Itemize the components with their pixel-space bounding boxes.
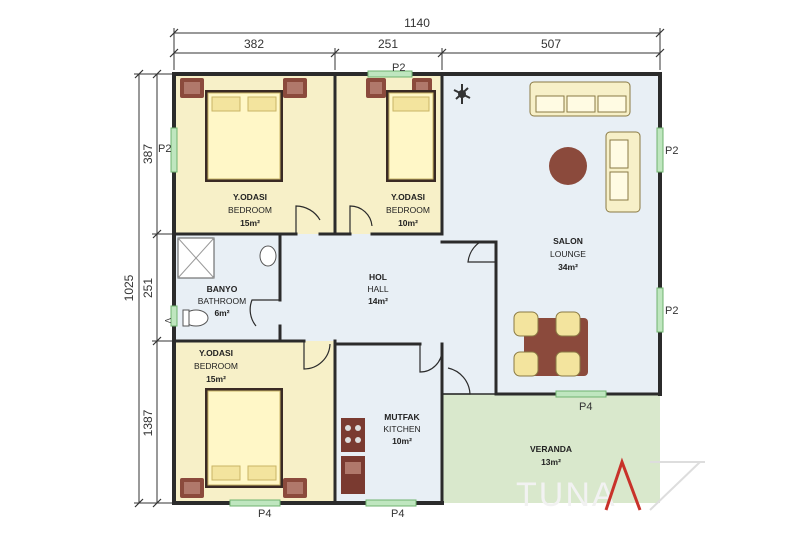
door-swings <box>249 205 496 395</box>
room-area: 15m² <box>206 374 226 384</box>
windows <box>170 70 664 507</box>
window-tag: P2 <box>665 145 678 157</box>
room-name: MUTFAK <box>384 412 420 422</box>
hall-floor <box>280 234 496 344</box>
window-tag: P2 <box>665 305 678 317</box>
room-name: VERANDA <box>530 444 572 454</box>
room-name: Y.ODASI <box>233 192 267 202</box>
window-right-lower <box>656 287 664 333</box>
dimension-lines <box>134 28 661 504</box>
room-name: SALON <box>553 236 583 246</box>
room-label-bedroom-bottom: Y.ODASI BEDROOM 15m² <box>194 348 238 384</box>
room-label-veranda: VERANDA 13m² <box>530 444 572 467</box>
room-area: 15m² <box>240 218 260 228</box>
dimension-ticks <box>134 28 665 508</box>
window-right-upper <box>656 127 664 173</box>
veranda-floor <box>442 394 660 503</box>
room-name: Y.ODASI <box>391 192 425 202</box>
window-bottom-kitchen <box>365 499 417 507</box>
sofa-three-seat <box>529 81 631 117</box>
bed-bottom <box>180 388 307 498</box>
window-left <box>170 127 178 173</box>
room-label-salon: SALON LOUNGE 34m² <box>550 236 586 272</box>
sink <box>259 245 277 267</box>
window-tag: P4 <box>258 508 271 520</box>
window-tag: P2 <box>392 62 405 74</box>
window-tag: P2 <box>158 143 171 155</box>
room-name: Y.ODASI <box>199 348 233 358</box>
vent-tag: V <box>163 318 172 324</box>
room-area: 10m² <box>392 436 412 446</box>
bed-top-mid <box>366 78 436 182</box>
room-label-bedroom-top-left: Y.ODASI BEDROOM 15m² <box>228 192 272 228</box>
room-area: 34m² <box>558 262 578 272</box>
room-subtitle: LOUNGE <box>550 249 586 259</box>
total-height-label: 1025 <box>122 274 136 301</box>
window-vent <box>170 305 178 327</box>
total-width-label: 1140 <box>404 16 430 30</box>
window-tag: P4 <box>579 401 592 413</box>
room-area: 6m² <box>214 308 229 318</box>
height-segment-label: 387 <box>141 144 155 164</box>
room-subtitle: BEDROOM <box>228 205 272 215</box>
window-bottom-bedroom <box>229 499 281 507</box>
room-subtitle: BATHROOM <box>198 296 246 306</box>
room-name: BANYO <box>207 284 238 294</box>
window-top <box>367 70 413 78</box>
room-label-hall: HOL HALL 14m² <box>367 272 389 306</box>
room-subtitle: BEDROOM <box>386 205 430 215</box>
room-label-bedroom-top-mid: Y.ODASI BEDROOM 10m² <box>386 192 430 228</box>
room-subtitle: HALL <box>367 284 389 294</box>
window-tag: P4 <box>391 508 404 520</box>
stove-icon <box>341 418 365 494</box>
sofa-side <box>605 131 641 213</box>
room-label-kitchen: MUTFAK KITCHEN 10m² <box>383 412 420 446</box>
height-segment-label: 251 <box>141 278 155 298</box>
room-area: 14m² <box>368 296 388 306</box>
coffee-table <box>549 147 587 185</box>
bed-top-left <box>180 78 307 182</box>
room-subtitle: BEDROOM <box>194 361 238 371</box>
width-segment-label: 382 <box>244 37 264 51</box>
height-segment-label: 1387 <box>141 409 155 436</box>
tuna-logo: TUNA <box>516 457 705 514</box>
dining-table <box>513 311 588 377</box>
window-veranda <box>555 390 607 398</box>
room-area: 13m² <box>541 457 561 467</box>
plant-icon <box>453 84 471 104</box>
width-segment-label: 251 <box>378 37 398 51</box>
room-label-bathroom: BANYO BATHROOM 6m² <box>198 284 246 318</box>
room-subtitle: KITCHEN <box>383 424 420 434</box>
room-area: 10m² <box>398 218 418 228</box>
bathroom-fixtures <box>177 237 277 327</box>
room-name: HOL <box>369 272 387 282</box>
logo-text: TUNA <box>516 476 617 514</box>
width-segment-label: 507 <box>541 37 561 51</box>
